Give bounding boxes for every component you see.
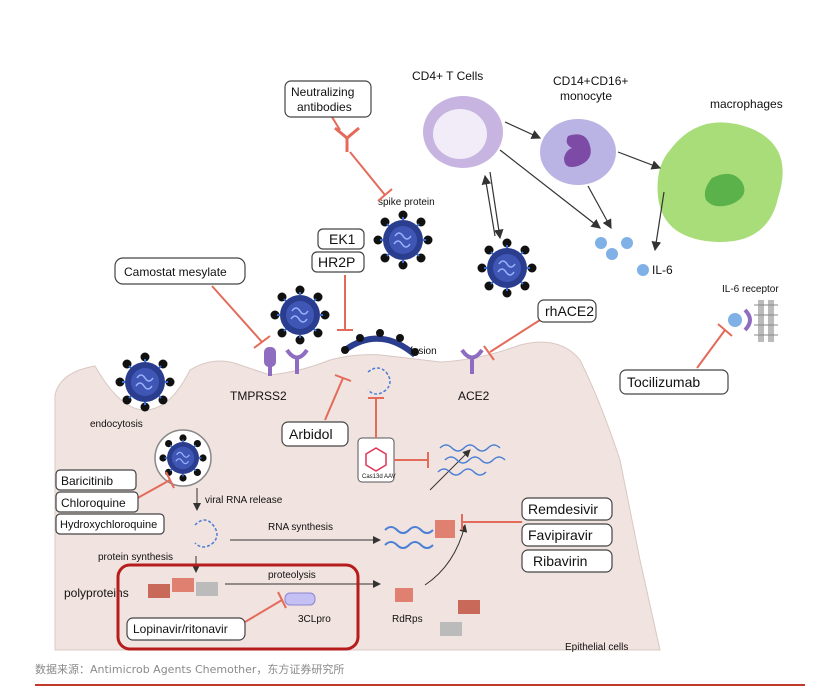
tmprss2-label: TMPRSS2 xyxy=(230,389,287,403)
antibody-icon xyxy=(334,126,360,152)
virus-tmprss2 xyxy=(269,284,331,346)
rhace2-box: rhACE2 xyxy=(537,299,597,323)
endosome xyxy=(154,429,212,487)
camostat-box: Camostat mesylate xyxy=(114,257,246,285)
tocilizumab-box: Tocilizumab xyxy=(619,369,729,395)
proteolysis-label: proteolysis xyxy=(268,570,316,581)
il6-receptor xyxy=(728,300,778,342)
svg-text:antibodies: antibodies xyxy=(297,100,352,114)
footer-rule xyxy=(35,684,805,686)
svg-text:EK1: EK1 xyxy=(329,231,356,247)
cd14-label-2: monocyte xyxy=(560,89,612,103)
tmprss2-receptor xyxy=(264,347,276,376)
chloroquine-box: Chloroquine xyxy=(55,491,139,513)
arbidol-box: Arbidol xyxy=(281,421,349,447)
svg-text:Baricitinib: Baricitinib xyxy=(61,474,113,488)
cas13d-aav-icon: Cas13d AAV xyxy=(357,437,396,483)
hr2p-box: HR2P xyxy=(311,251,365,273)
svg-text:Remdesivir: Remdesivir xyxy=(528,501,598,517)
cd4-label: CD4+ T Cells xyxy=(412,69,483,83)
ace2-receptor-1 xyxy=(285,348,309,374)
svg-text:Chloroquine: Chloroquine xyxy=(61,496,126,510)
svg-text:Camostat mesylate: Camostat mesylate xyxy=(124,265,227,279)
fusion-label: fusion xyxy=(410,346,437,357)
svg-text:Arbidol: Arbidol xyxy=(289,426,333,442)
macrophage xyxy=(657,122,783,243)
rdrp-blocks xyxy=(395,588,413,602)
neutralizing-antibodies-box: Neutralizing antibodies xyxy=(284,80,372,118)
svg-text:rhACE2: rhACE2 xyxy=(545,303,594,319)
polyproteins-label: polyproteins xyxy=(64,586,129,600)
3clpro-label: 3CLpro xyxy=(298,614,331,625)
3clpro-protein xyxy=(284,592,316,606)
svg-text:Ribavirin: Ribavirin xyxy=(533,553,587,569)
highlight-box xyxy=(116,563,360,651)
ace2-label: ACE2 xyxy=(458,389,490,403)
source-note: 数据来源：Antimicrob Agents Chemother，东方证券研究所 xyxy=(35,663,345,676)
il6-receptor-label: IL-6 receptor xyxy=(722,284,779,295)
lopinavir-box: Lopinavir/ritonavir xyxy=(126,617,246,641)
svg-text:HR2P: HR2P xyxy=(318,254,355,270)
svg-text:Cas13d AAV: Cas13d AAV xyxy=(362,474,396,480)
svg-text:Hydroxychloroquine: Hydroxychloroquine xyxy=(60,519,157,531)
fusion-membrane xyxy=(343,335,417,358)
favipiravir-box: Favipiravir xyxy=(521,523,613,547)
il6-label: IL-6 xyxy=(652,263,673,277)
hydroxychloroquine-box: Hydroxychloroquine xyxy=(55,513,165,535)
macrophages-label: macrophages xyxy=(710,97,783,111)
ek1-box: EK1 xyxy=(317,228,365,250)
ace2-receptor-2 xyxy=(460,348,484,374)
virus-ace2 xyxy=(476,237,538,299)
svg-text:Neutralizing: Neutralizing xyxy=(291,85,354,99)
endocytosis-label: endocytosis xyxy=(90,419,143,430)
spike-protein-label: spike protein xyxy=(378,197,435,208)
virus-spike xyxy=(372,209,434,271)
virus-entering xyxy=(114,351,176,413)
svg-text:Lopinavir/ritonavir: Lopinavir/ritonavir xyxy=(133,622,228,636)
baricitinib-box: Baricitinib xyxy=(55,469,137,491)
remdesivir-box: Remdesivir xyxy=(521,497,613,521)
cd14-label-1: CD14+CD16+ xyxy=(553,74,628,88)
cd4-t-cell xyxy=(423,96,503,168)
rna-copies xyxy=(437,444,506,476)
svg-text:Tocilizumab: Tocilizumab xyxy=(627,374,700,390)
ribavirin-box: Ribavirin xyxy=(521,549,613,573)
epithelial-label: Epithelial cells xyxy=(565,642,628,653)
immune-arrows xyxy=(489,121,665,252)
polyprotein-blocks xyxy=(148,578,218,598)
viral-rna-release-label: viral RNA release xyxy=(205,495,283,506)
protein-synthesis-label: protein synthesis xyxy=(98,552,173,563)
rdrp-complex xyxy=(435,520,455,538)
rna-synthesis-label: RNA synthesis xyxy=(268,522,333,533)
svg-text:Favipiravir: Favipiravir xyxy=(528,527,593,543)
rdrps-label: RdRps xyxy=(392,614,423,625)
il6-molecules xyxy=(595,237,649,276)
monocyte xyxy=(540,119,616,185)
